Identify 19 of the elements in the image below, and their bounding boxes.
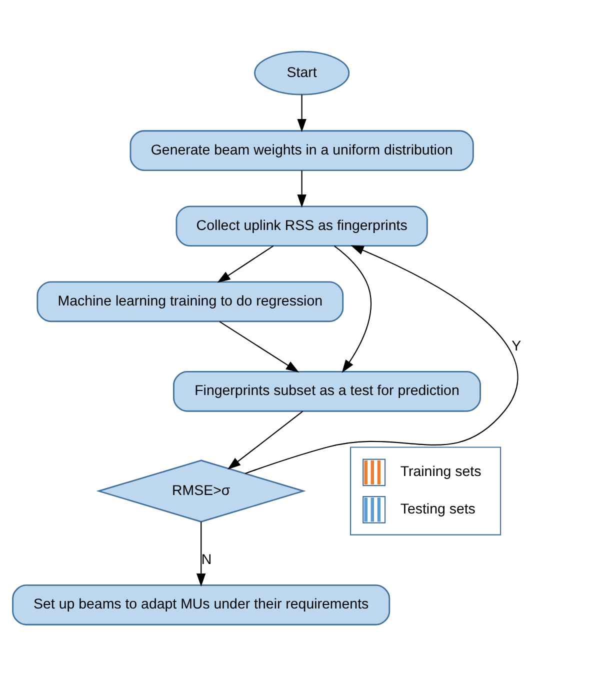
- arrow: [245, 244, 518, 474]
- node-box: Machine learning training to do regression: [36, 280, 344, 322]
- node-box: Generate beam weights in a uniform distribution: [130, 130, 474, 170]
- arrow: [334, 245, 372, 372]
- node-diamond: RMSE>σ: [96, 459, 306, 522]
- arrow: [297, 94, 306, 132]
- edge-label: Y: [512, 338, 522, 354]
- edge-label: N: [201, 551, 212, 568]
- node-box: Fingerprints subset as a test for prediction: [173, 370, 481, 412]
- arrow: [196, 521, 206, 586]
- legend-label: Testing sets: [400, 500, 476, 517]
- node-box: Collect uplink RSS as fingerprints: [176, 205, 428, 246]
- legend-label: Training sets: [400, 464, 482, 480]
- node-ellipse: Start: [254, 50, 350, 95]
- arrow: [297, 170, 306, 208]
- arrow: [228, 410, 304, 470]
- node-box: Set up beams to adapt MUs under their requirements: [12, 584, 390, 625]
- arrow: [217, 244, 274, 282]
- arrow: [219, 320, 300, 372]
